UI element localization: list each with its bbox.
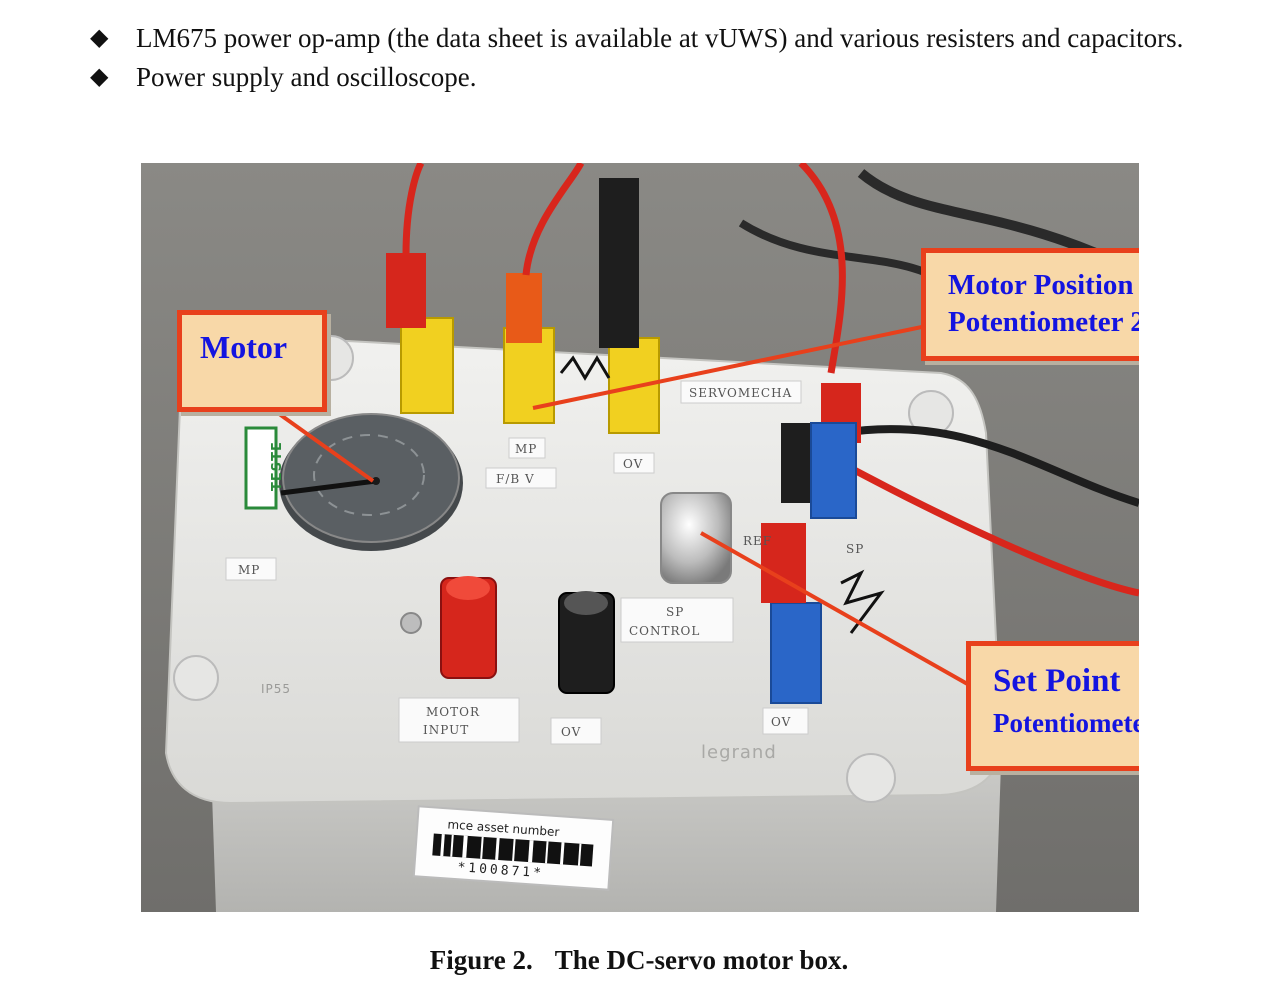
callout-motor-position-line2: Potentiometer 2	[948, 306, 1139, 338]
label-tested: TESTE	[270, 441, 285, 491]
bullet-text: Power supply and oscilloscope.	[136, 62, 477, 92]
diamond-bullet-icon: ◆	[90, 25, 109, 51]
label-mp-top: MP	[515, 442, 537, 456]
label-ov-right: OV	[771, 715, 791, 729]
bullet-item: ◆ Power supply and oscilloscope.	[88, 61, 1238, 94]
callout-set-point: Set Point Potentiometer 1	[966, 641, 1139, 771]
servo-box-photo: MP F/B V OV SERVOMECHA TESTE MP IP55 SP …	[141, 163, 1139, 912]
label-ov-top: OV	[623, 457, 643, 471]
figure-caption-text: The DC-servo motor box.	[554, 945, 849, 975]
label-ov-bottom: OV	[561, 725, 581, 739]
label-ip55: IP55	[261, 682, 291, 696]
bullet-list: ◆ LM675 power op-amp (the data sheet is …	[88, 22, 1238, 100]
bullet-text: LM675 power op-amp (the data sheet is av…	[136, 23, 1184, 53]
diamond-bullet-icon: ◆	[90, 64, 109, 90]
figure-number: Figure 2.	[429, 945, 533, 975]
label-sp-control-1: SP	[666, 605, 684, 619]
label-motor-input-2: INPUT	[423, 723, 469, 737]
callout-set-point-line2: Potentiometer 1	[993, 702, 1139, 743]
label-sp-right: SP	[846, 542, 864, 556]
label-motor-input-1: MOTOR	[426, 705, 480, 719]
callout-motor: Motor	[177, 310, 327, 412]
label-legrand: legrand	[701, 742, 777, 763]
bullet-item: ◆ LM675 power op-amp (the data sheet is …	[88, 22, 1238, 55]
callout-set-point-line2-text: Potentiometer	[993, 708, 1139, 738]
label-fb-v: F/B V	[496, 472, 535, 486]
callout-motor-position-line1: Motor Position	[948, 269, 1134, 301]
figure-caption: Figure 2. The DC-servo motor box.	[0, 945, 1278, 976]
label-mp-left: MP	[238, 563, 260, 577]
label-sp-control-2: CONTROL	[629, 624, 700, 638]
callout-motor-text: Motor	[200, 329, 288, 365]
asset-number: *100871*	[457, 860, 544, 881]
callout-motor-position: Motor Position Potentiometer 2	[921, 248, 1139, 361]
label-ref: REF	[743, 534, 772, 548]
label-servomech: SERVOMECHA	[689, 386, 792, 400]
callout-set-point-line1: Set Point	[993, 663, 1121, 699]
